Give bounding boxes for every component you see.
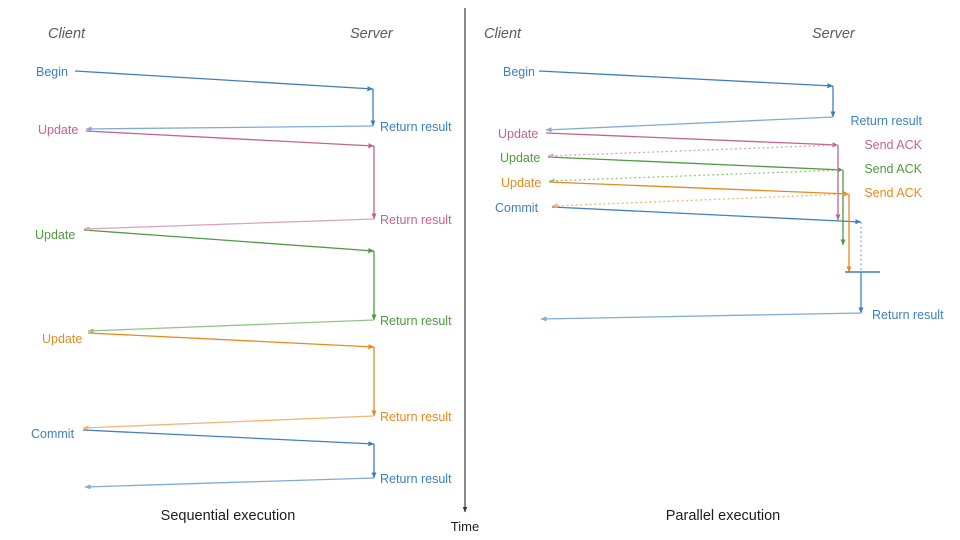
begin-response	[545, 116, 834, 133]
parallel-server-header: Server	[812, 26, 856, 42]
update2-response	[87, 319, 375, 334]
parallel-server-label-2: Send ACK	[864, 162, 922, 176]
begin-response	[85, 125, 374, 132]
sequential-client-header: Client	[48, 26, 86, 42]
commit-response	[84, 477, 375, 490]
parallel-client-label-3: Update	[501, 176, 541, 190]
time-axis: Time	[451, 8, 479, 534]
update2-ack	[548, 169, 844, 184]
sequential-client-label-4: Commit	[31, 427, 75, 441]
parallel-server-label-4: Return result	[872, 308, 944, 322]
sequential-server-label-0: Return result	[380, 120, 452, 134]
parallel-client-label-4: Commit	[495, 201, 539, 215]
sequential-server-label-4: Return result	[380, 472, 452, 486]
sequential-client-label-2: Update	[35, 228, 75, 242]
sequential-client-label-3: Update	[42, 332, 82, 346]
update1-request	[545, 132, 839, 148]
update1-response	[83, 218, 375, 232]
update1-ack	[547, 144, 839, 159]
sequential-server-label-3: Return result	[380, 410, 452, 424]
sequential-client-label-1: Update	[38, 123, 78, 137]
parallel-client-header: Client	[484, 26, 522, 42]
update2-request	[83, 229, 375, 254]
sequential-caption: Sequential execution	[161, 508, 296, 524]
commit-response	[540, 312, 862, 322]
update3-ack	[551, 193, 850, 209]
begin-request	[538, 70, 834, 89]
sequential-server-label-1: Return result	[380, 213, 452, 227]
parallel-client-label-0: Begin	[503, 65, 535, 79]
parallel-caption: Parallel execution	[666, 508, 780, 524]
begin-request	[74, 70, 374, 92]
sequential-server-label-2: Return result	[380, 314, 452, 328]
sequential-client-label-0: Begin	[36, 65, 68, 79]
parallel-client-label-1: Update	[498, 127, 538, 141]
commit-request	[551, 206, 862, 225]
parallel-server-label-3: Send ACK	[864, 186, 922, 200]
update3-request	[87, 332, 375, 350]
update3-request	[548, 181, 850, 197]
parallel-client-label-2: Update	[500, 151, 540, 165]
time-axis-label: Time	[451, 519, 479, 534]
update1-request	[85, 130, 375, 149]
update2-request	[547, 156, 844, 173]
sequential-server-header: Server	[350, 26, 394, 42]
parallel-server-label-1: Send ACK	[864, 138, 922, 152]
commit-request	[82, 429, 375, 447]
parallel-server-label-0: Return result	[850, 114, 922, 128]
update3-response	[82, 415, 375, 431]
